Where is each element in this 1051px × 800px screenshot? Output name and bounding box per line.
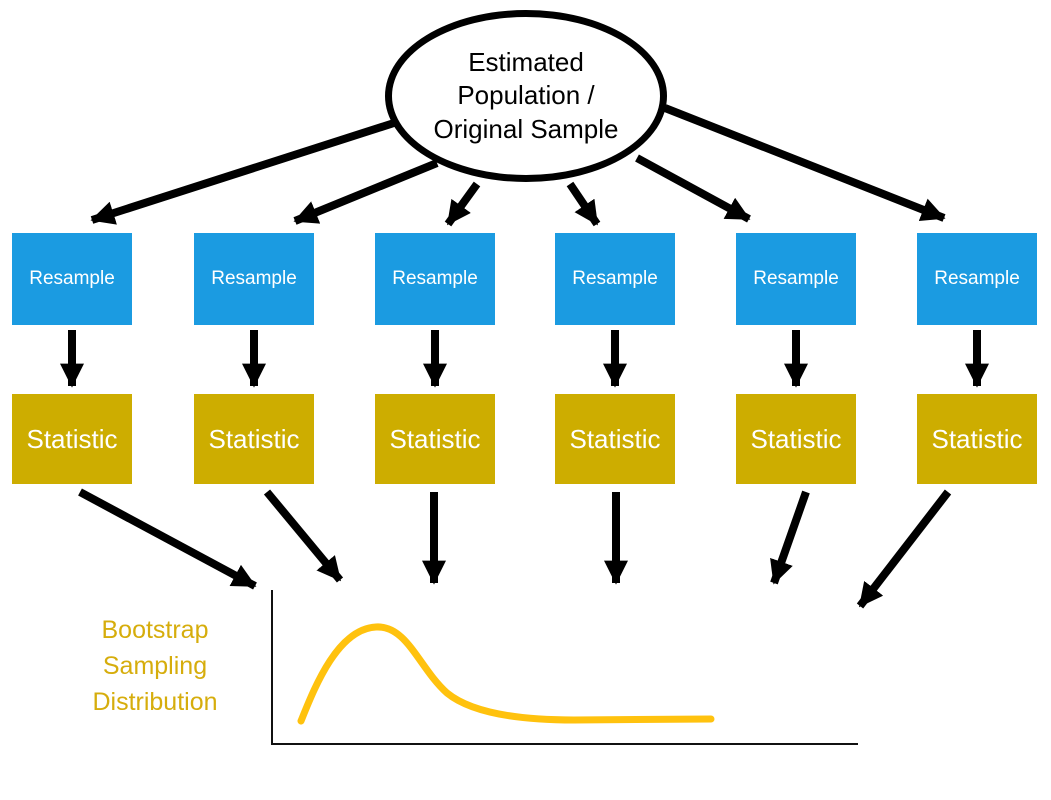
distribution-curve	[297, 623, 715, 725]
arrow-root-to-resample-4	[566, 181, 601, 227]
bootstrap-distribution-label-line2: Sampling	[102, 652, 208, 680]
statistic-node-2: Statistic	[194, 394, 314, 484]
statistic-label-5: Statistic	[750, 423, 842, 454]
statistic-label-1: Statistic	[26, 423, 118, 454]
arrow-statistic-to-plot-1	[78, 488, 257, 590]
statistic-node-4: Statistic	[555, 394, 675, 484]
statistic-label-6: Statistic	[931, 423, 1023, 454]
statistic-label-2: Statistic	[208, 423, 300, 454]
bootstrap-distribution-label: Bootstrap Sampling Distribution	[55, 612, 255, 720]
statistic-label-4: Statistic	[569, 423, 661, 454]
resample-label-2: Resample	[211, 268, 297, 289]
statistic-node-5: Statistic	[736, 394, 856, 484]
resample-label-4: Resample	[572, 268, 658, 289]
resample-node-6: Resample	[917, 233, 1037, 325]
root-node-label-line3: Original Sample	[433, 113, 619, 144]
root-node-label-line1: Estimated	[468, 47, 584, 78]
bootstrap-distribution-label-line3: Distribution	[92, 688, 218, 716]
arrow-statistic-to-plot-6	[856, 489, 952, 609]
root-node-estimated-population: Estimated Population / Original Sample	[385, 10, 667, 182]
arrow-root-to-resample-6	[663, 104, 946, 222]
resample-label-1: Resample	[29, 268, 115, 289]
statistic-label-3: Statistic	[389, 423, 481, 454]
arrow-root-to-resample-1	[90, 118, 399, 225]
distribution-axes	[271, 590, 858, 745]
resample-label-6: Resample	[934, 268, 1020, 289]
statistic-node-6: Statistic	[917, 394, 1037, 484]
arrow-root-to-resample-5	[635, 154, 751, 223]
resample-node-1: Resample	[12, 233, 132, 325]
resample-label-3: Resample	[392, 268, 478, 289]
resample-node-3: Resample	[375, 233, 495, 325]
resample-node-4: Resample	[555, 233, 675, 325]
resample-node-5: Resample	[736, 233, 856, 325]
arrow-statistic-to-plot-5	[770, 490, 810, 585]
resample-node-2: Resample	[194, 233, 314, 325]
root-node-label-line2: Population /	[457, 80, 595, 111]
arrow-root-to-resample-3	[444, 181, 481, 227]
statistic-node-3: Statistic	[375, 394, 495, 484]
arrow-statistic-to-plot-2	[263, 489, 344, 583]
resample-label-5: Resample	[753, 268, 839, 289]
arrow-root-to-resample-2	[293, 159, 439, 225]
bootstrap-distribution-label-line1: Bootstrap	[101, 616, 209, 644]
statistic-node-1: Statistic	[12, 394, 132, 484]
